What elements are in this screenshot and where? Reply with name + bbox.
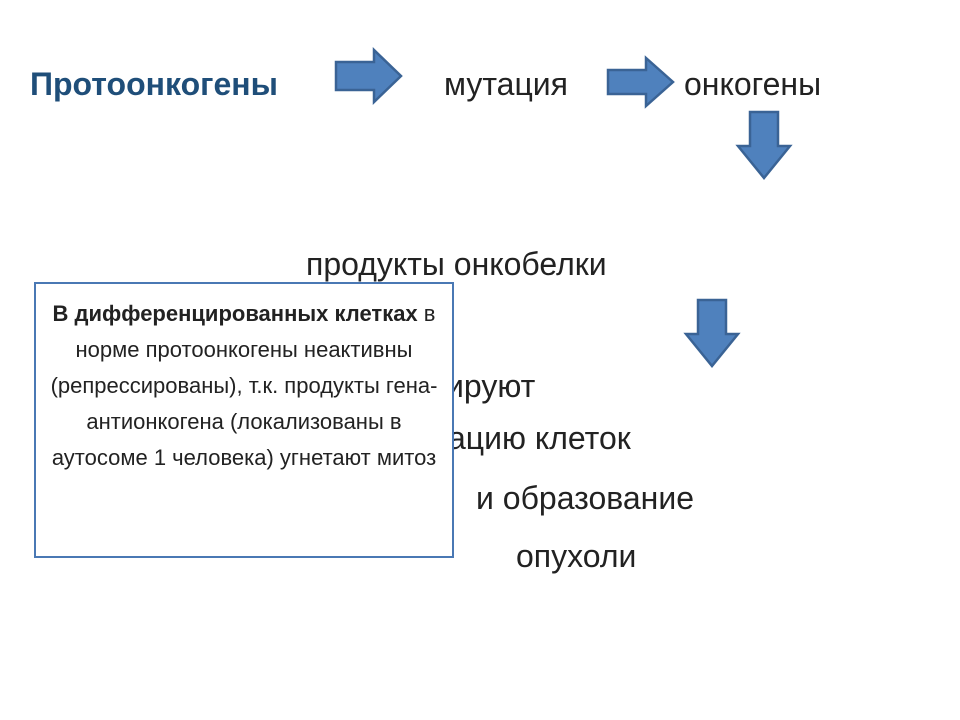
oncogenes-label: онкогены	[684, 66, 822, 102]
arrow-down-icon	[735, 110, 793, 180]
mutation-label: мутация	[444, 66, 568, 102]
result-line: ацию клеток	[448, 420, 631, 456]
result-line: опухоли	[516, 538, 637, 574]
note-bold-text: В дифференцированных клетках	[52, 301, 418, 326]
arrow-right-icon	[606, 55, 675, 109]
note-box: В дифференцированных клетках в норме про…	[34, 282, 454, 558]
result-line: ируют	[446, 368, 536, 404]
result-line: и образование	[476, 480, 695, 516]
arrow-right-icon	[334, 47, 403, 105]
protooncogenes-label: Протоонкогены	[30, 66, 278, 102]
note-text: в норме протоонкогены неактивны (репресс…	[50, 301, 438, 470]
arrow-down-icon	[683, 298, 741, 368]
products-oncoproteins-label: продукты онкобелки	[306, 246, 607, 282]
